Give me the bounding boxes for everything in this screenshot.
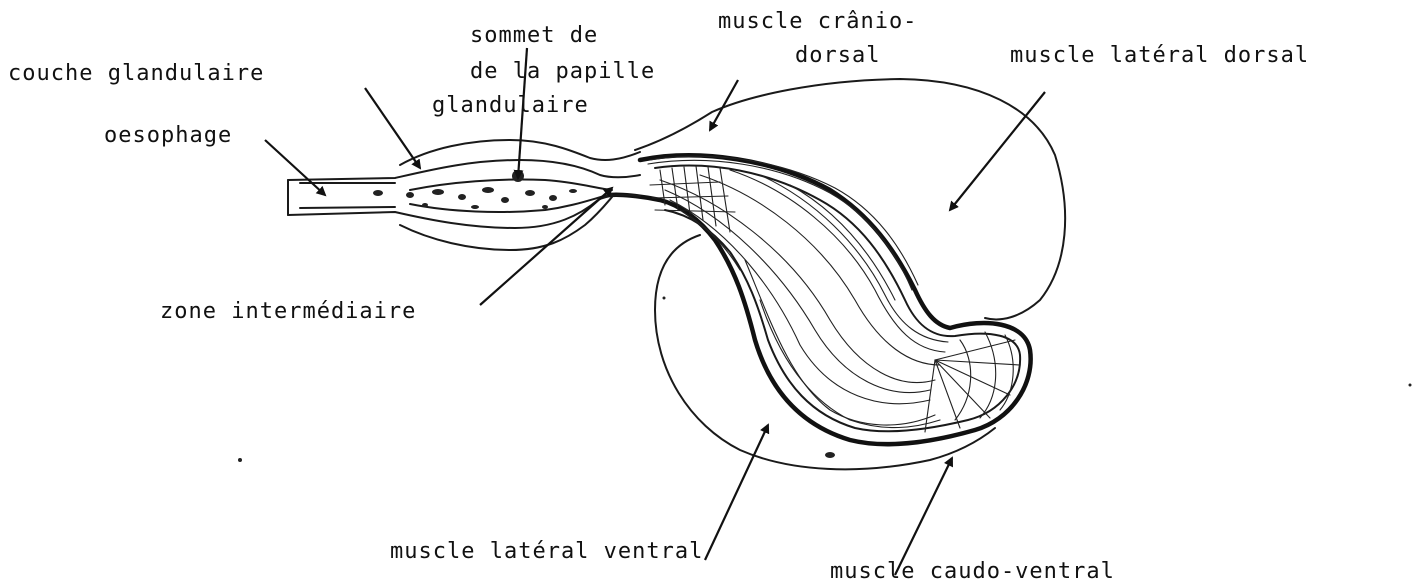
arrow-lateral-ventral (705, 425, 768, 560)
arrow-cranio-dorsal (710, 80, 738, 130)
stomach-drawing (238, 79, 1412, 469)
arrow-couche-glandulaire (365, 88, 420, 168)
label-oesophage: oesophage (104, 123, 232, 148)
label-couche-glandulaire: couche glandulaire (8, 61, 264, 86)
label-cranio-line1: muscle crânio- (718, 9, 917, 34)
label-zone-intermediaire: zone intermédiaire (160, 299, 416, 324)
lateral-dorsal-muscle-outline (635, 79, 1065, 319)
label-sommet-line1: sommet de (470, 23, 598, 48)
label-sommet-line2: de la papille (470, 59, 655, 84)
labels: couche glandulaire sommet de de la papil… (8, 9, 1309, 584)
arrow-caudo-ventral (895, 458, 952, 575)
label-cranio-line2: dorsal (795, 43, 880, 68)
label-sommet-line3: glandulaire (432, 93, 589, 118)
label-lateral-dorsal: muscle latéral dorsal (1010, 43, 1309, 68)
oesophagus-tube (288, 160, 640, 180)
label-caudo-ventral: muscle caudo-ventral (830, 559, 1115, 584)
arrow-lateral-dorsal (950, 92, 1045, 210)
arrow-oesophage (265, 140, 325, 195)
label-lateral-ventral: muscle latéral ventral (390, 539, 703, 564)
caudal-sac-fibers (925, 332, 1020, 432)
gizzard-contour (610, 155, 1031, 444)
